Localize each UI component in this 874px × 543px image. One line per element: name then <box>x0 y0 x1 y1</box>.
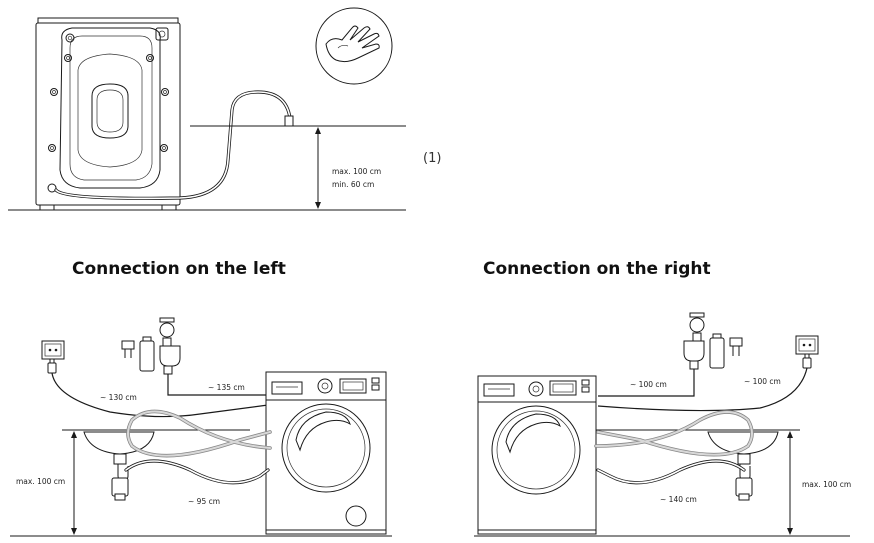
right-water-tap <box>683 312 705 370</box>
left-inlet-hose-length: ~ 135 cm <box>208 383 245 392</box>
left-water-tap <box>159 317 181 375</box>
left-power-cable <box>51 372 269 418</box>
left-inlet-hose <box>167 374 268 396</box>
left-sink-height-label: max. 100 cm <box>16 477 65 486</box>
height-max-label: max. 100 cm <box>332 167 381 176</box>
left-sink <box>83 431 155 501</box>
left-socket-cable-length: ~ 130 cm <box>100 393 137 402</box>
left-washing-machine <box>265 371 387 535</box>
right-inlet-hose <box>598 369 695 397</box>
left-aquastop-valve <box>121 336 155 372</box>
left-connection-diagram: max. 100 cm ~ 130 cm ~ 135 cm ~ 95 cm <box>10 317 392 537</box>
right-socket-cable-length: ~ 100 cm <box>744 377 781 386</box>
washer-back-view <box>35 17 181 211</box>
left-power-socket <box>41 340 65 360</box>
hand-icon <box>315 7 393 85</box>
left-section-heading: Connection on the left <box>72 259 286 279</box>
top-diagram: max. 100 cm min. 60 cm (1) <box>8 7 441 211</box>
right-power-cable <box>597 367 808 412</box>
right-drain-hose-length: ~ 140 cm <box>660 495 697 504</box>
right-connection-diagram: max. 100 cm ~ 100 cm ~ 100 cm ~ 140 cm <box>474 312 851 537</box>
left-drain-hose-lower <box>124 459 270 485</box>
right-section-heading: Connection on the right <box>483 259 711 279</box>
washer-top-edge <box>37 17 179 24</box>
right-sink <box>707 431 779 501</box>
height-min-label: min. 60 cm <box>332 180 374 189</box>
right-inlet-hose-length: ~ 100 cm <box>630 380 667 389</box>
left-drain-hose-length: ~ 95 cm <box>188 497 220 506</box>
right-sink-height-label: max. 100 cm <box>802 480 851 489</box>
figure-label: (1) <box>423 151 441 166</box>
right-power-socket <box>795 335 819 355</box>
right-aquastop-valve <box>709 333 743 369</box>
right-washing-machine <box>477 375 597 535</box>
